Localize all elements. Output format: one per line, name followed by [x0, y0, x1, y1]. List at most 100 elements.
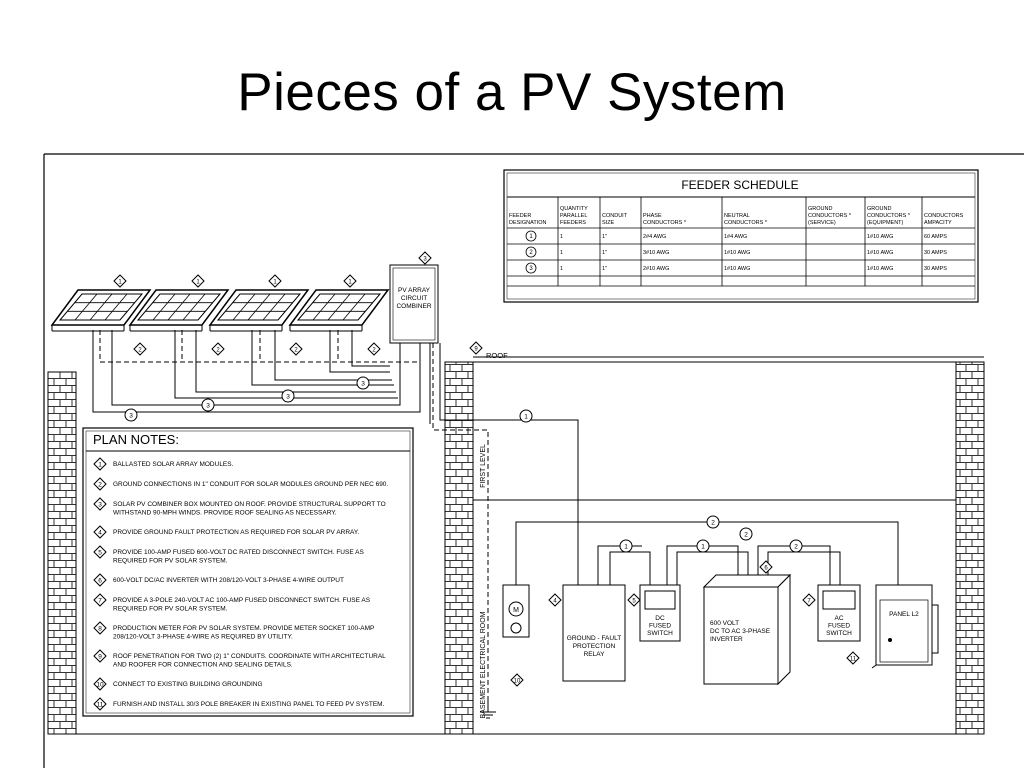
note-callout: 4: [548, 593, 562, 607]
plan-note-text: REQUIRED FOR PV SOLAR SYSTEM.: [113, 558, 228, 565]
ground-symbol: [480, 700, 496, 719]
note-callout: 3: [418, 251, 432, 265]
production-meter: M: [502, 584, 530, 638]
plan-note: 2 GROUND CONNECTIONS IN 1" CONDUIT FOR SO…: [93, 477, 388, 491]
plan-note-text: 600-VOLT DC/AC INVERTER WITH 208/120-VOL…: [113, 577, 344, 584]
plan-note-number: 5: [98, 550, 102, 557]
plan-note-number: 7: [98, 598, 102, 605]
plan-note-text: PRODUCTION METER FOR PV SOLAR SYSTEM. PR…: [113, 625, 374, 632]
svg-text:1: 1: [118, 280, 122, 286]
note-callout: 11: [846, 651, 860, 665]
plan-note: 9 ROOF PENETRATION FOR TWO (2) 1" CONDUIT…: [93, 649, 386, 669]
feeder-cell: 2#4 AWG: [643, 234, 666, 240]
feeder-designation: 3: [529, 266, 533, 272]
building-walls: [47, 356, 985, 735]
feeder-header-cell: CONDUIT: [602, 213, 628, 219]
slide-title: Pieces of a PV System: [237, 63, 787, 122]
ground-wiring: [99, 330, 489, 700]
feeder-cell: 60 AMPS: [924, 234, 947, 240]
panel-l2: PANEL L2: [875, 584, 939, 666]
plan-note-number: 11: [97, 702, 104, 709]
note-callout: 2: [211, 342, 225, 356]
svg-text:2: 2: [372, 348, 376, 354]
note-callout: 1: [113, 274, 127, 288]
plan-note-text: PROVIDE 100-AMP FUSED 600-VOLT DC RATED …: [113, 549, 364, 556]
plan-note: 11 FURNISH AND INSTALL 30/3 POLE BREAKER …: [93, 697, 385, 711]
feeder-cell: 30 AMPS: [924, 250, 947, 256]
feeder-header-cell: FEEDER: [509, 213, 531, 219]
feeder-header-cell: GROUND: [867, 206, 891, 212]
svg-text:2: 2: [138, 348, 142, 354]
plan-note: 7 PROVIDE A 3-POLE 240-VOLT AC 100-AMP FU…: [93, 593, 371, 613]
feeder-callout: 1: [619, 539, 633, 553]
svg-text:2: 2: [216, 348, 220, 354]
plan-note-text: FURNISH AND INSTALL 30/3 POLE BREAKER IN…: [113, 701, 385, 708]
svg-text:11: 11: [850, 657, 857, 663]
feeder-header-cell: CONDUCTORS: [924, 213, 964, 219]
svg-text:2: 2: [744, 532, 748, 539]
feeder-designation: 2: [529, 250, 533, 256]
plan-note-number: 9: [98, 654, 102, 661]
plan-note-text: BALLASTED SOLAR ARRAY MODULES.: [113, 461, 234, 468]
feeder-callout: 2: [739, 527, 753, 541]
note-callout: 2: [133, 342, 147, 356]
plan-note-number: 3: [98, 502, 102, 509]
plan-note-text: ROOF PENETRATION FOR TWO (2) 1" CONDUITS…: [113, 653, 386, 660]
wall-right: [955, 361, 985, 735]
plan-note: 8 PRODUCTION METER FOR PV SOLAR SYSTEM. P…: [93, 621, 374, 641]
feeder-callout: 3: [124, 408, 138, 422]
plan-note-number: 4: [98, 530, 102, 537]
feeder-header-cell: QUANTITY: [560, 206, 588, 212]
feeder-callout: 2: [706, 515, 720, 529]
note-callout: 10: [510, 673, 524, 687]
feeder-cell: 1": [602, 266, 607, 272]
roof-label: ROOF: [486, 351, 508, 360]
note-callout: 1: [343, 274, 357, 288]
svg-text:4: 4: [553, 599, 557, 605]
note-callout: 1: [268, 274, 282, 288]
svg-text:10: 10: [514, 679, 521, 685]
feeder-cell: 1": [602, 234, 607, 240]
feeder-cell: 2#10 AWG: [643, 266, 669, 272]
svg-text:2: 2: [794, 544, 798, 551]
feeder-cell: 1: [560, 250, 563, 256]
feeder-cell: 1#10 AWG: [724, 266, 750, 272]
svg-text:2: 2: [294, 348, 298, 354]
plan-note-text: PROVIDE GROUND FAULT PROTECTION AS REQUI…: [113, 529, 359, 536]
svg-text:3: 3: [286, 394, 290, 401]
wall-middle: [444, 361, 474, 735]
note-callout: 6: [759, 560, 773, 574]
feeder-callout: 3: [201, 398, 215, 412]
svg-text:1: 1: [273, 280, 277, 286]
wall-left: [47, 371, 77, 735]
svg-text:3: 3: [423, 257, 427, 263]
feeder-cell: 30 AMPS: [924, 266, 947, 272]
plan-note-text: GROUND CONNECTIONS IN 1" CONDUIT FOR SOL…: [113, 481, 388, 488]
plan-note-text: PROVIDE A 3-POLE 240-VOLT AC 100-AMP FUS…: [113, 597, 371, 604]
feeder-cell: 1: [560, 234, 563, 240]
plan-note-text: WITHSTAND 90-MPH WINDS. PROVIDE ROOF SEA…: [113, 510, 337, 517]
feeder-callout: 3: [356, 376, 370, 390]
plan-note-number: 8: [98, 626, 102, 633]
feeder-cell: 1: [560, 266, 563, 272]
feeder-header-cell: CONDUCTORS *: [808, 213, 852, 219]
plan-note-text: REQUIRED FOR PV SOLAR SYSTEM.: [113, 606, 228, 613]
plan-note-number: 2: [98, 482, 102, 489]
svg-text:2: 2: [711, 520, 715, 527]
note-callout: 1: [191, 274, 205, 288]
feeder-schedule-table: FEEDERDESIGNATIONQUANTITYPARALLELFEEDERS…: [507, 197, 975, 287]
feeder-header-cell: DESIGNATION: [509, 220, 547, 226]
solar-module: [50, 289, 152, 332]
solar-modules: [50, 289, 390, 332]
svg-text:1: 1: [524, 414, 528, 421]
